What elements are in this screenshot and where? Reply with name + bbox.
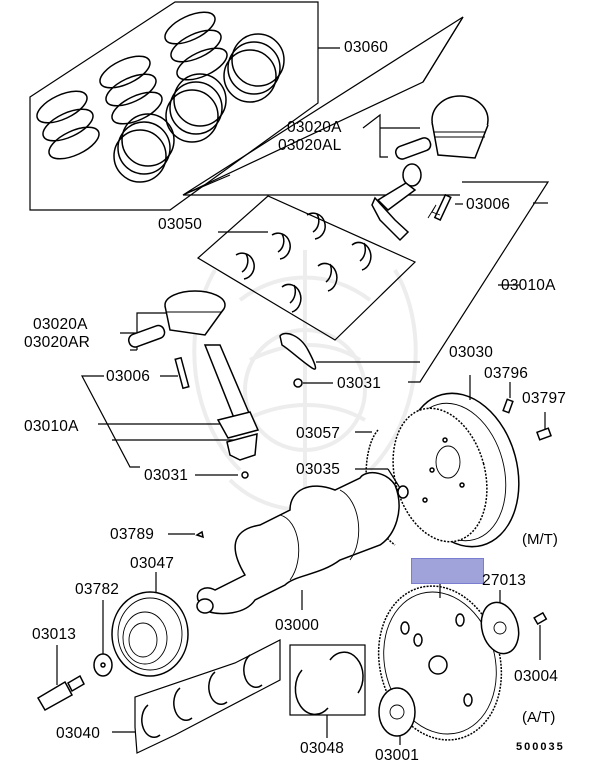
label-03020AL[interactable]: 03020AL xyxy=(278,137,342,154)
label-03000[interactable]: 03000 xyxy=(275,617,320,634)
label-03010A-right[interactable]: 03010A xyxy=(501,277,556,294)
label-03782[interactable]: 03782 xyxy=(75,581,120,598)
drive-plate-bolt[interactable] xyxy=(533,611,548,660)
note-automatic-transmission: (A/T) xyxy=(522,709,556,726)
label-03013[interactable]: 03013 xyxy=(32,626,77,643)
thrust-bearing[interactable] xyxy=(289,644,366,738)
diagram-code: 500035 xyxy=(516,741,565,753)
flywheel-mt[interactable] xyxy=(379,375,552,560)
label-03789[interactable]: 03789 xyxy=(110,526,155,543)
label-03060[interactable]: 03060 xyxy=(344,39,389,56)
label-03001[interactable]: 03001 xyxy=(375,747,420,764)
label-03006-upper[interactable]: 03006 xyxy=(466,196,511,213)
rod-bearing-set[interactable] xyxy=(196,195,417,341)
label-03004[interactable]: 03004 xyxy=(514,668,559,685)
label-03796[interactable]: 03796 xyxy=(484,365,529,382)
label-03020AR[interactable]: 03020AR xyxy=(24,334,91,351)
crank-pulley-bolt[interactable] xyxy=(36,645,85,712)
drive-plate-adapter[interactable] xyxy=(378,687,416,745)
conn-rod-upper[interactable] xyxy=(371,163,463,242)
label-03048[interactable]: 03048 xyxy=(300,740,345,757)
crank-pulley[interactable] xyxy=(111,572,189,677)
highlighted-part-label[interactable] xyxy=(411,558,484,584)
piston-upper[interactable] xyxy=(362,95,489,161)
conn-rod-lower[interactable] xyxy=(81,344,260,479)
rod-cap-upper[interactable] xyxy=(279,332,420,388)
label-03031-right[interactable]: 03031 xyxy=(337,375,382,392)
label-03050[interactable]: 03050 xyxy=(158,216,203,233)
label-03031-left[interactable]: 03031 xyxy=(144,467,189,484)
label-03797[interactable]: 03797 xyxy=(522,390,567,407)
crankshaft[interactable] xyxy=(168,471,400,615)
piston-lower[interactable] xyxy=(120,290,226,351)
label-03047[interactable]: 03047 xyxy=(130,555,175,572)
label-03020A-upper[interactable]: 03020A xyxy=(287,119,342,136)
main-bearing-set[interactable] xyxy=(112,639,281,754)
label-27013[interactable]: 27013 xyxy=(482,572,527,589)
label-03035[interactable]: 03035 xyxy=(296,461,341,478)
label-03010A-left[interactable]: 03010A xyxy=(24,418,79,435)
label-03040[interactable]: 03040 xyxy=(56,725,101,742)
crank-washer[interactable] xyxy=(93,600,113,677)
drive-plate-shim[interactable] xyxy=(476,590,524,658)
label-03030[interactable]: 03030 xyxy=(449,344,494,361)
piston-rings-group[interactable] xyxy=(29,1,340,211)
label-03020A-lower[interactable]: 03020A xyxy=(33,316,88,333)
label-03006-lower[interactable]: 03006 xyxy=(106,368,151,385)
label-03057[interactable]: 03057 xyxy=(296,425,341,442)
note-manual-transmission: (M/T) xyxy=(522,531,558,548)
